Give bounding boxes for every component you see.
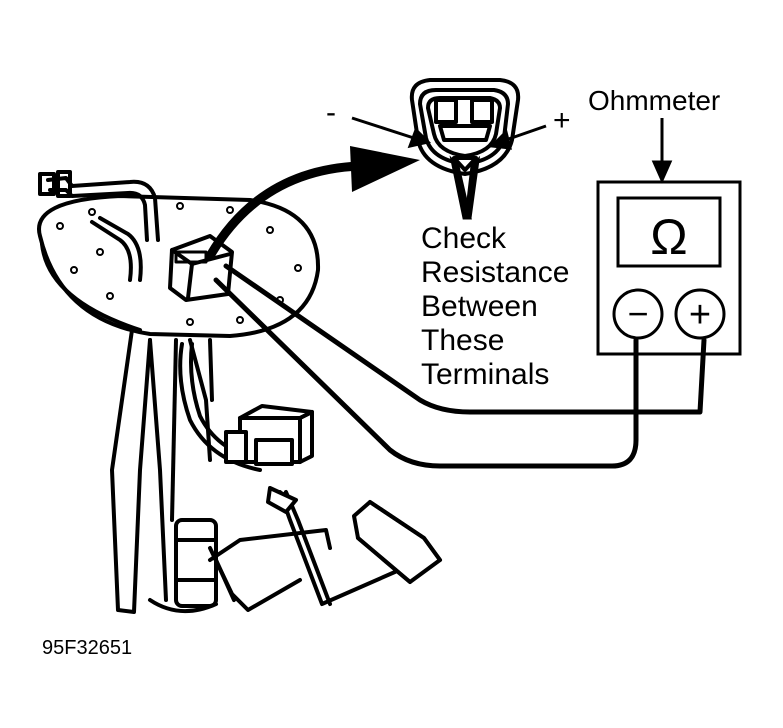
test-leads	[213, 263, 707, 469]
plus-arrowhead	[488, 129, 512, 150]
sending-unit	[224, 404, 314, 466]
minus-label: -	[326, 96, 336, 129]
curved-arrow	[205, 146, 420, 261]
figure-code: 95F32651	[42, 637, 132, 659]
terminal-right-cavity	[470, 98, 494, 124]
meter-minus-symbol: −	[627, 293, 648, 334]
terminal-pointers	[351, 116, 547, 220]
connector-detail	[409, 78, 521, 176]
connector-key	[452, 156, 478, 172]
minus-pointer	[351, 116, 421, 142]
ohmmeter-negative-jack	[612, 288, 664, 340]
pump-base	[208, 546, 302, 612]
ohmmeter-label: Ohmmeter	[588, 85, 720, 116]
flange-bolt-holes	[56, 202, 302, 326]
terminal-left-cavity	[434, 98, 458, 124]
pump-bracket	[110, 328, 214, 614]
ohmmeter-label-arrow	[651, 118, 673, 184]
instruction-line: Check	[421, 222, 507, 255]
negative-lead	[213, 277, 639, 469]
fuel-pump-cylinder	[148, 518, 218, 614]
mounting-flange	[37, 194, 321, 338]
instruction-line: Terminals	[421, 358, 549, 391]
positive-lead	[223, 263, 707, 415]
instruction-line: Resistance	[421, 256, 569, 289]
instruction-line: Between	[421, 290, 538, 323]
check-pointer-right	[464, 155, 481, 220]
ohmmeter-positive-jack	[674, 288, 726, 340]
ohmmeter-display	[616, 196, 722, 268]
ohmmeter-body	[596, 180, 742, 356]
instruction-line: These	[421, 324, 504, 357]
minus-arrowhead	[407, 127, 431, 149]
fuel-float	[352, 500, 442, 584]
fuel-pump-assembly	[37, 170, 442, 614]
meter-plus-symbol: +	[689, 294, 711, 336]
float-arm	[208, 486, 406, 606]
ohmmeter	[596, 180, 742, 356]
flange-connector	[168, 234, 234, 302]
omega-symbol: Ω	[650, 209, 687, 265]
plus-label: +	[553, 104, 571, 137]
instruction-text: Check Resistance Between These Terminals	[421, 222, 569, 391]
